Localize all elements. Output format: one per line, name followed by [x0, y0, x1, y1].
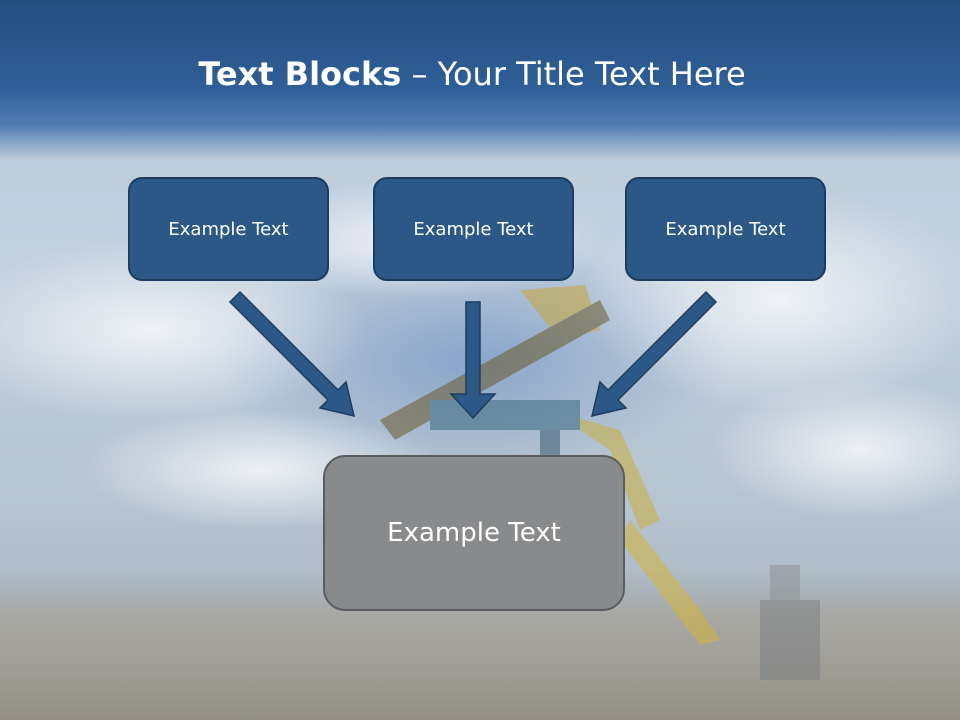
arrow-right-icon [590, 290, 718, 418]
text-block-left[interactable]: Example Text [128, 177, 329, 281]
text-block-right-label: Example Text [665, 218, 786, 240]
title-rest: – Your Title Text Here [401, 55, 746, 93]
text-block-left-label: Example Text [168, 218, 289, 240]
arrow-left-icon [228, 290, 356, 418]
text-block-center[interactable]: Example Text [373, 177, 574, 281]
text-block-main-label: Example Text [387, 518, 561, 548]
arrow-center-icon [449, 301, 497, 420]
text-block-right[interactable]: Example Text [625, 177, 826, 281]
text-block-center-label: Example Text [413, 218, 534, 240]
header-band [0, 0, 960, 160]
slide-title: Text Blocks – Your Title Text Here [0, 55, 944, 93]
title-bold: Text Blocks [198, 55, 402, 93]
text-block-main[interactable]: Example Text [323, 455, 625, 611]
